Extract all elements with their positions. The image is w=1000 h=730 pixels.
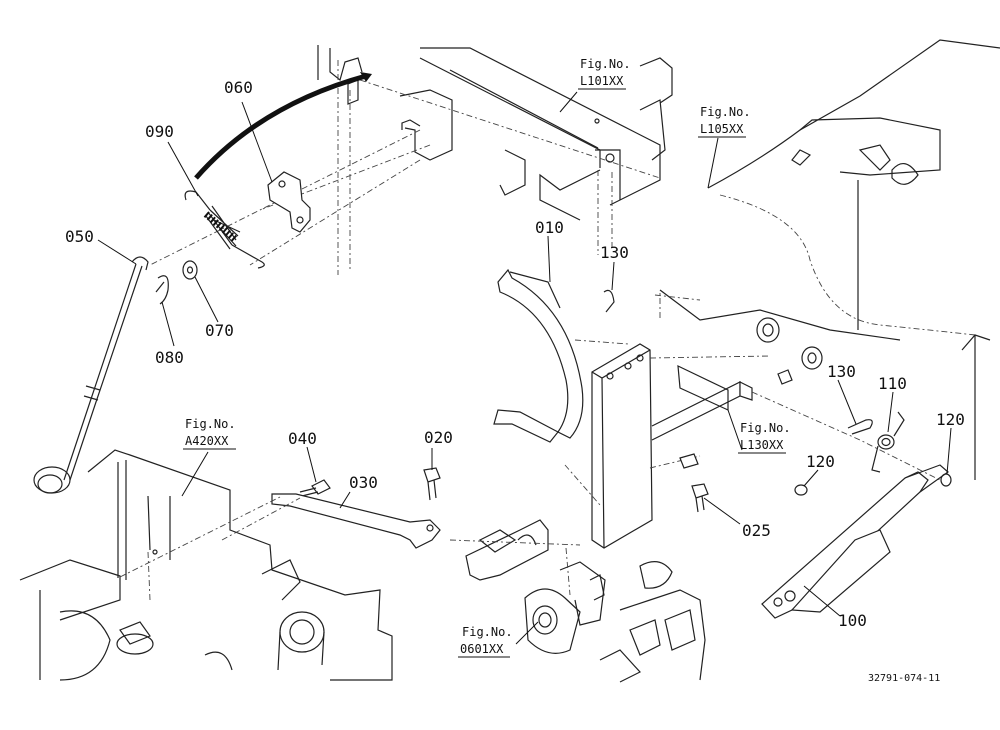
figref-L101-caption: Fig.No. — [580, 57, 631, 71]
tension-spring — [184, 190, 265, 269]
figref-L130-caption: Fig.No. — [740, 421, 791, 435]
part-label-080: 080 — [155, 348, 184, 367]
figref-L101-code: L101XX — [580, 74, 624, 88]
figref-L105-caption: Fig.No. — [700, 105, 751, 119]
figref-A420-caption: Fig.No. — [185, 417, 236, 431]
part-label-070: 070 — [205, 321, 234, 340]
part-label-010: 010 — [535, 218, 564, 237]
part-label-030: 030 — [349, 473, 378, 492]
leader-lines — [97, 91, 952, 645]
washer — [182, 260, 198, 280]
part-label-100: 100 — [838, 611, 867, 630]
drawing-code: 32791-074-11 — [868, 673, 940, 684]
figref-0601-caption: Fig.No. — [462, 625, 513, 639]
lever-arm — [761, 464, 949, 619]
throttle-cable — [194, 72, 372, 180]
figref-L130-code: L130XX — [740, 438, 784, 452]
control-rod — [33, 256, 149, 494]
clip-pin — [603, 289, 873, 435]
frame-assembly — [149, 45, 673, 275]
bolt-040 — [299, 479, 331, 497]
part-labels: 060 090 050 070 080 010 130 130 110 120 … — [65, 78, 965, 630]
part-label-025: 025 — [742, 521, 771, 540]
bolt-020 — [423, 467, 441, 501]
part-label-060: 060 — [224, 78, 253, 97]
housing-cover — [654, 39, 1000, 481]
curved-strap-bracket — [493, 268, 584, 443]
figref-0601-code: 0601XX — [460, 642, 504, 656]
return-spring — [871, 411, 905, 473]
engine-block — [19, 449, 393, 681]
washers — [794, 473, 952, 496]
support-strap — [271, 493, 441, 549]
figure-references: Fig.No. L101XX Fig.No. L105XX Fig.No. L1… — [183, 57, 791, 658]
part-label-110: 110 — [878, 374, 907, 393]
part-label-050: 050 — [65, 227, 94, 246]
part-label-120-right: 120 — [936, 410, 965, 429]
gear-case — [449, 519, 706, 683]
figref-L105-code: L105XX — [700, 122, 744, 136]
figref-A420-code: A420XX — [185, 434, 229, 448]
part-label-130-right: 130 — [827, 362, 856, 381]
part-label-020: 020 — [424, 428, 453, 447]
part-label-040: 040 — [288, 429, 317, 448]
part-label-130-upper: 130 — [600, 243, 629, 262]
part-label-090: 090 — [145, 122, 174, 141]
bolt-025 — [679, 453, 709, 513]
pivot-plate — [267, 171, 311, 233]
cotter-pin — [155, 275, 169, 305]
part-label-120-mid: 120 — [806, 452, 835, 471]
